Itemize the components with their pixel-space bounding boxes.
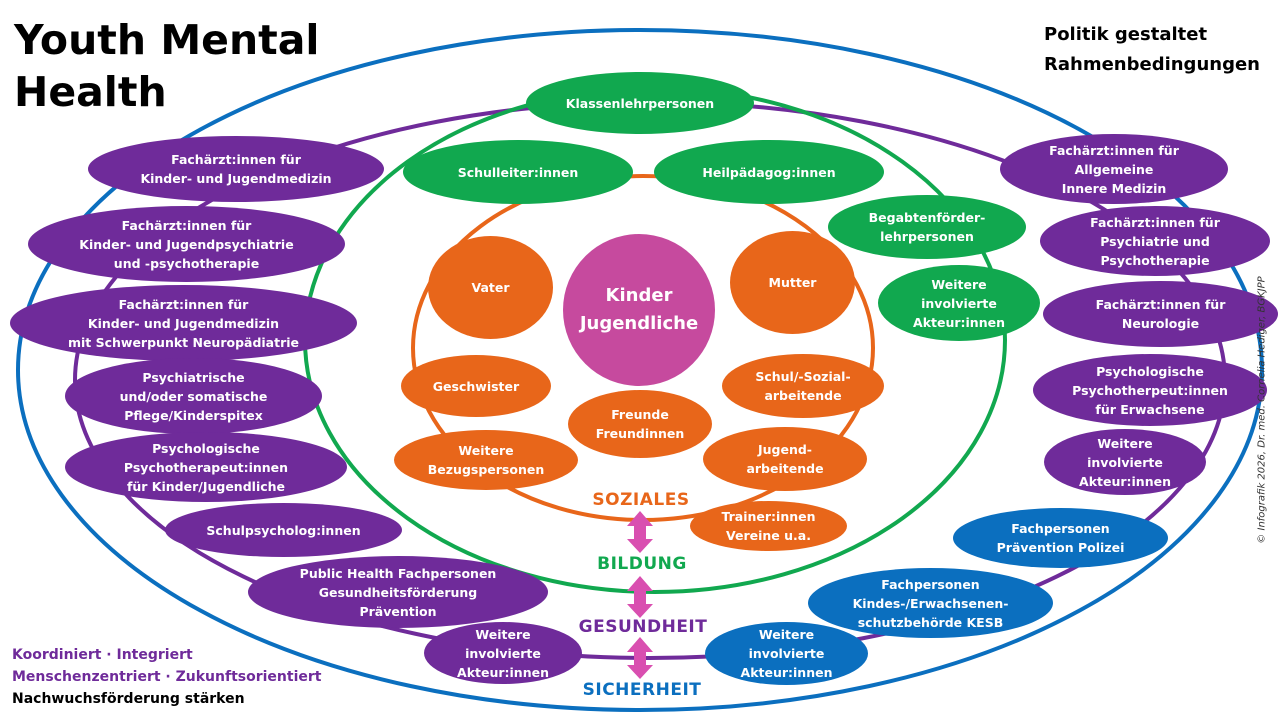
layer-label-gesundheit: GESUNDHEIT <box>578 617 708 637</box>
gesundheit-node-kinderjugendmedizin: Fachärzt:innen für Kinder- und Jugendmed… <box>88 136 384 202</box>
center-node: Kinder Jugendliche <box>563 234 715 386</box>
gesundheit-node-psychotherapeut-kinder: Psychologische Psychotherapeut:innen für… <box>65 432 347 502</box>
bildung-node-begabtenfoerder: Begabtenförder- lehrpersonen <box>828 195 1026 259</box>
sicherheit-node-weitere: Weitere involvierte Akteur:innen <box>705 622 868 685</box>
soziales-node-bezugspersonen: Weitere Bezugspersonen <box>394 430 578 490</box>
soziales-node-jugendarbeitende: Jugend- arbeitende <box>703 427 867 491</box>
gesundheit-node-neurologie: Fachärzt:innen für Neurologie <box>1043 281 1278 347</box>
soziales-node-freunde: Freunde Freundinnen <box>568 390 712 458</box>
sicherheit-node-kesb: Fachpersonen Kindes-/Erwachsenen- schutz… <box>808 568 1053 638</box>
bildung-node-klassenlehrpersonen: Klassenlehrpersonen <box>526 72 754 134</box>
gesundheit-node-pflege: Psychiatrische und/oder somatische Pfleg… <box>65 358 322 434</box>
bildung-node-schulleiter: Schulleiter:innen <box>403 140 633 204</box>
copyright-credit: © Infografik 2026, Dr. med. Cornelia Hed… <box>1256 276 1268 544</box>
gesundheit-node-psychiatrie: Fachärzt:innen für Psychiatrie und Psych… <box>1040 206 1270 276</box>
gesundheit-node-publichealth: Public Health Fachpersonen Gesundheitsfö… <box>248 556 548 628</box>
layer-label-sicherheit: SICHERHEIT <box>582 680 702 700</box>
gesundheit-node-weitere-right: Weitere involvierte Akteur:innen <box>1044 429 1206 495</box>
gesundheit-node-psychotherapeut-erwachsene: Psychologische Psychotherpeut:innen für … <box>1033 354 1267 426</box>
soziales-node-schulsozial: Schul/-Sozial- arbeitende <box>722 354 884 418</box>
principles-block: Koordiniert · Integriert Menschenzentrie… <box>12 644 321 710</box>
principle-line-1: Koordiniert · Integriert <box>12 647 193 663</box>
layer-label-soziales: SOZIALES <box>592 490 690 510</box>
soziales-node-vater: Vater <box>428 236 553 339</box>
gesundheit-node-innere-medizin: Fachärzt:innen für Allgemeine Innere Med… <box>1000 134 1228 204</box>
page-title: Youth Mental Health <box>14 16 320 116</box>
bildung-node-weitere: Weitere involvierte Akteur:innen <box>878 265 1040 341</box>
soziales-node-trainer: Trainer:innen Vereine u.a. <box>690 501 847 551</box>
soziales-node-mutter: Mutter <box>730 231 855 334</box>
politik-note: Politik gestaltet Rahmenbedingungen <box>1044 24 1260 75</box>
principle-line-2: Menschenzentriert · Zukunftsorientiert <box>12 669 322 685</box>
sicherheit-node-polizei: Fachpersonen Prävention Polizei <box>953 508 1168 568</box>
gesundheit-node-kjpsychiatrie: Fachärzt:innen für Kinder- und Jugendpsy… <box>28 206 345 282</box>
principle-line-3: Nachwuchsförderung stärken <box>12 691 245 707</box>
double-arrow-1 <box>627 511 653 553</box>
double-arrow-3 <box>627 637 653 679</box>
gesundheit-node-neuropaediatrie: Fachärzt:innen für Kinder- und Jugendmed… <box>10 285 357 361</box>
gesundheit-node-weitere-left: Weitere involvierte Akteur:innen <box>424 622 582 684</box>
soziales-node-geschwister: Geschwister <box>401 355 551 417</box>
sicherheit-ring <box>16 28 1264 712</box>
layer-label-bildung: BILDUNG <box>597 554 687 574</box>
bildung-node-heilpaedagog: Heilpädagog:innen <box>654 140 884 204</box>
double-arrow-2 <box>627 576 653 618</box>
gesundheit-node-schulpsycholog: Schulpsycholog:innen <box>165 503 402 557</box>
